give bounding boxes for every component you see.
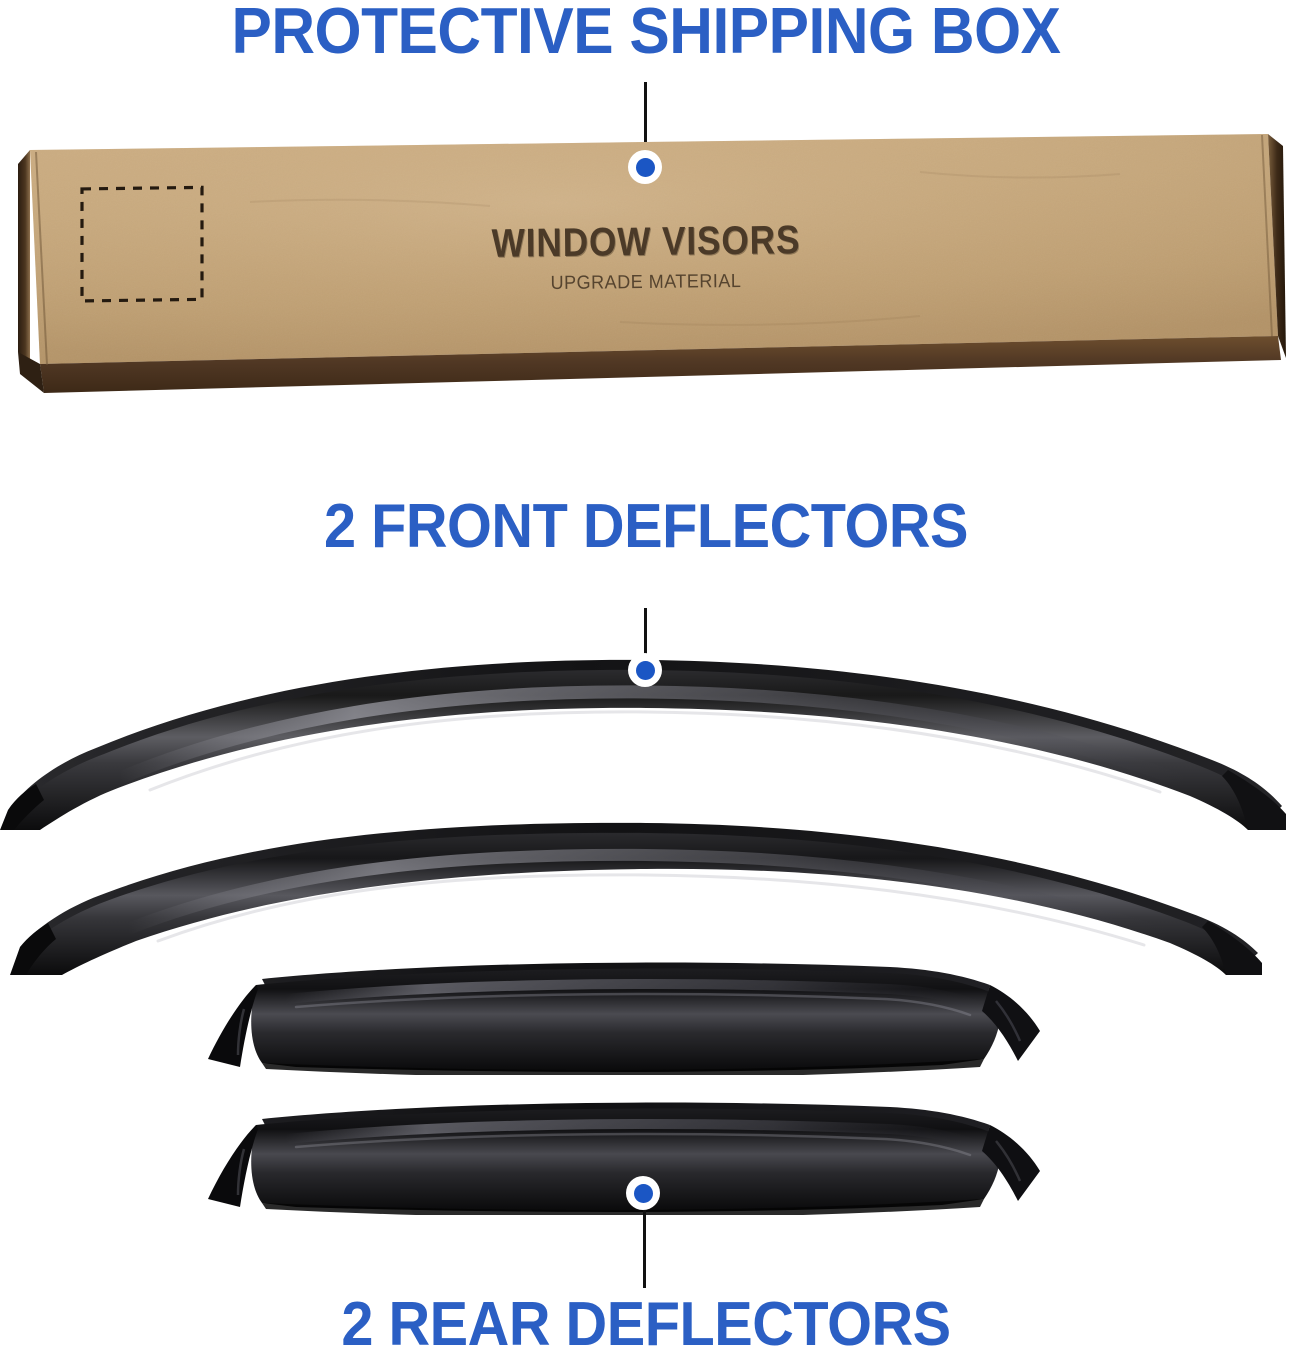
section-title-rear-deflectors: 2 REAR DEFLECTORS	[341, 1290, 951, 1359]
front-deflector-2-gloss	[122, 848, 1174, 941]
front-deflector-1-body	[14, 669, 1272, 830]
shipping-box-illustration: WINDOW VISORS UPGRADE MATERIAL	[0, 112, 1292, 412]
rear-deflector-1-body	[251, 968, 1000, 1072]
callout-dot-rear-deflectors	[626, 1176, 660, 1210]
front-deflector-1	[0, 659, 1286, 830]
section-title-front-deflectors: 2 FRONT DEFLECTORS	[323, 492, 969, 561]
front-deflector-1-gloss	[113, 685, 1193, 789]
rear-deflector-2-gloss	[281, 1119, 987, 1152]
callout-dot-shipping-box	[628, 150, 662, 184]
callout-dot-front-deflectors	[628, 653, 662, 687]
callout-leader-shipping-box	[644, 82, 647, 164]
shipping-box-graphic	[18, 134, 1286, 393]
page-title-shipping-box: PROTECTIVE SHIPPING BOX	[231, 0, 1061, 67]
box-front-edge	[40, 336, 1281, 393]
callout-leader-rear-deflectors	[643, 1196, 646, 1288]
front-deflector-2-body	[26, 832, 1248, 975]
front-deflector-1-right-tab	[1222, 770, 1286, 830]
box-label-dashed-outline	[80, 185, 204, 303]
rear-deflector-1-left-end	[208, 985, 258, 1067]
box-left-end	[18, 150, 30, 370]
rear-deflector-1	[208, 962, 1040, 1075]
box-left-corner	[18, 352, 44, 393]
front-deflector-2-left-tip	[10, 923, 56, 975]
box-right-end	[1268, 134, 1286, 358]
front-deflector-2	[10, 822, 1262, 975]
front-deflector-1-left-tip	[0, 784, 44, 830]
rear-deflector-1-right-end	[982, 985, 1040, 1061]
rear-deflector-2-left-end	[208, 1125, 258, 1207]
rear-deflector-2-body	[251, 1108, 1000, 1212]
rear-deflector-2	[208, 1102, 1040, 1215]
callout-leader-front-deflectors	[644, 608, 647, 670]
front-deflector-2-right-tab	[1202, 921, 1262, 975]
rear-deflector-2-right-end	[982, 1125, 1040, 1201]
rear-deflector-1-gloss	[281, 979, 987, 1012]
